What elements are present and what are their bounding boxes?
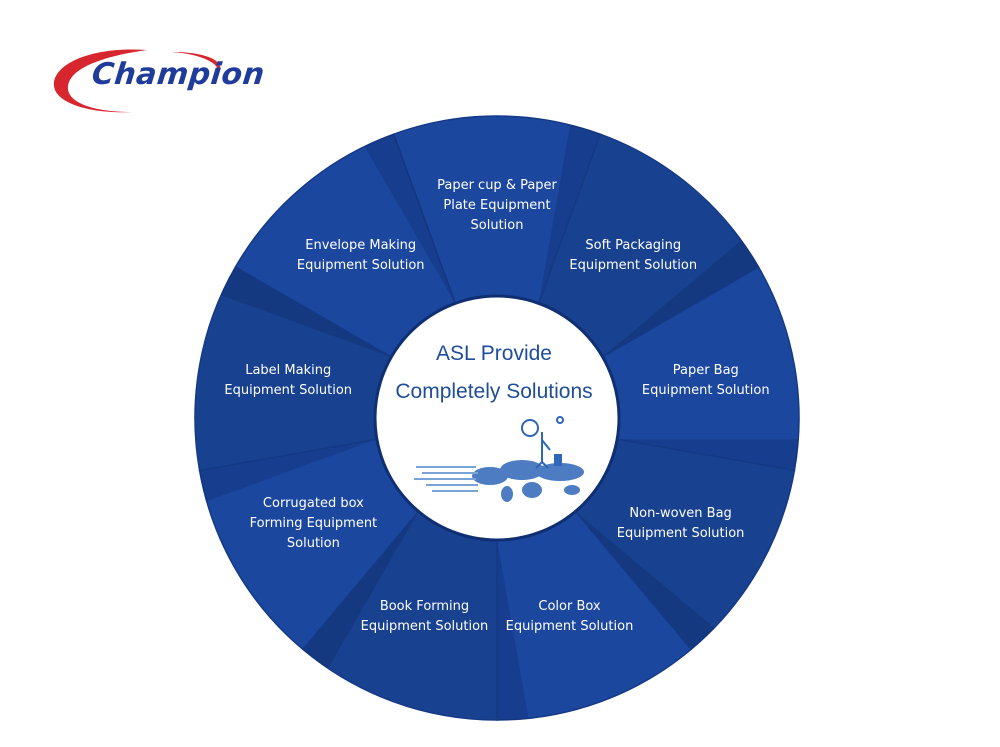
wheel-segment-label-4: Non-woven Bag Equipment Solution bbox=[616, 506, 745, 541]
wheel-segment-shade-8 bbox=[221, 267, 392, 357]
wheel-segment-shade-1 bbox=[538, 124, 601, 304]
champion-logo: Champion bbox=[52, 42, 266, 118]
wheel-segment-label-9: Envelope Making Equipment Solution bbox=[296, 237, 425, 273]
center-title-line2: Completely Solutions bbox=[395, 380, 593, 403]
wheel-segment-label-1: Paper cup & Paper Plate Equipment Soluti… bbox=[437, 178, 557, 233]
wheel-segment-label-2: Soft Packaging Equipment Solution bbox=[569, 237, 698, 273]
wheel-segment-label-3: Paper Bag Equipment Solution bbox=[641, 363, 770, 399]
wheel-segment-shade-9 bbox=[364, 134, 456, 304]
wheel-segment-shade-4 bbox=[575, 511, 715, 650]
wheel-segment-label-7: Corrugated box Forming Equipment Solutio… bbox=[249, 496, 378, 551]
wheel-segment-shade-5 bbox=[497, 540, 529, 720]
world-map-illustration-icon bbox=[414, 416, 584, 502]
wheel-segment-shade-7 bbox=[199, 439, 377, 502]
wheel-segment-shade-6 bbox=[302, 511, 419, 669]
wheel-segment-label-6: Book Forming Equipment Solution bbox=[360, 599, 489, 635]
logo-swoosh-icon bbox=[53, 49, 221, 113]
wheel-segment-label-5: Color Box Equipment Solution bbox=[505, 599, 634, 635]
wheel-segment-label-8: Label Making Equipment Solution bbox=[224, 363, 353, 399]
center-title-line1: ASL Provide bbox=[436, 342, 552, 365]
wheel-segment-shade-2 bbox=[602, 240, 759, 357]
